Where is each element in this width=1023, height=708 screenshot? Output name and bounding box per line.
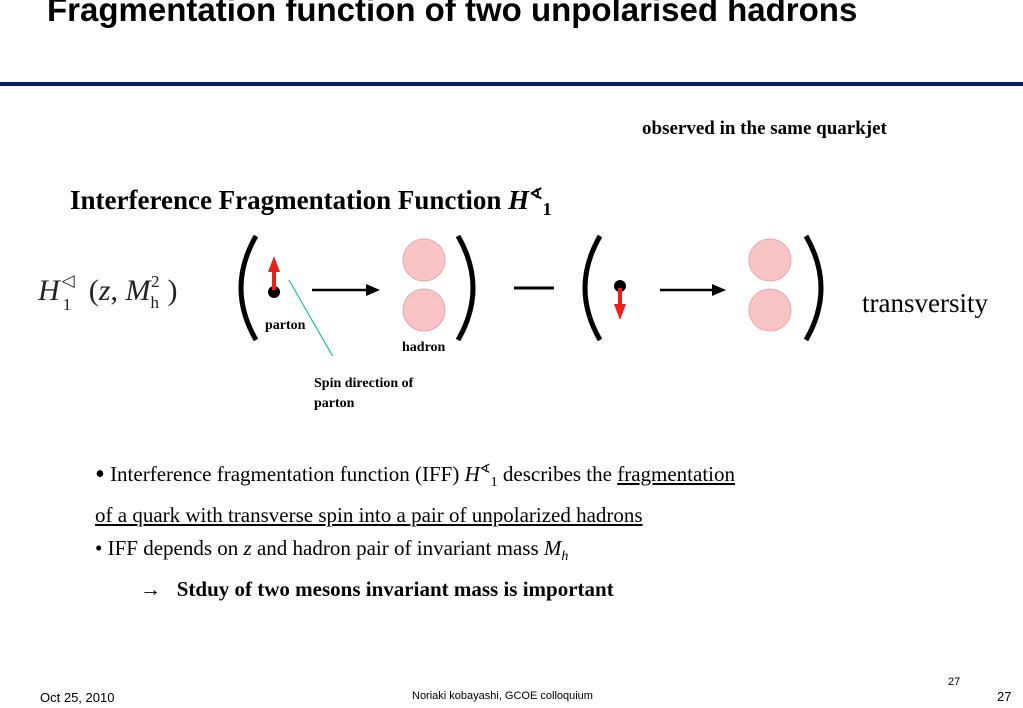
hadron-circle-3 <box>749 239 791 281</box>
formula-comma: , <box>110 274 125 307</box>
iff-heading-symbol: H <box>508 185 529 215</box>
slide-title: Fragmentation function of two unpolarise… <box>47 0 1007 31</box>
bullet-list: • Interference fragmentation function (I… <box>95 452 915 606</box>
formula-symbol: H <box>38 274 60 307</box>
bullet-2-z: z <box>244 536 252 560</box>
formula-superscript: ◁ <box>62 271 75 290</box>
bullet-1-marker: • <box>95 459 105 490</box>
iff-formula: H◁1 (z, Mh2) <box>38 274 177 308</box>
hadron-circle-4 <box>749 289 791 331</box>
bullet-3-text: Stduy of two mesons invariant mass is im… <box>177 577 614 601</box>
bullet-1-line-1: • Interference fragmentation function (I… <box>95 452 915 499</box>
bullet-1-text-b: describes the <box>498 462 618 486</box>
formula-M: M <box>125 274 150 307</box>
fragmentation-arrow-head-1 <box>366 284 380 296</box>
fragmentation-arrow-head-2 <box>712 284 726 296</box>
left-open-paren-icon <box>241 236 256 340</box>
bullet-2-text-b: and hadron pair of invariant mass <box>252 536 544 560</box>
right-open-paren-icon <box>585 236 600 340</box>
bullet-2: • IFF depends on z and hadron pair of in… <box>95 532 915 573</box>
title-divider <box>0 82 1023 86</box>
footer-page-number-small: 27 <box>948 676 960 688</box>
right-close-paren-icon <box>806 236 821 340</box>
footer-author: Noriaki kobayashi, GCOE colloquium <box>412 690 593 702</box>
left-close-paren-icon <box>458 236 473 340</box>
bullet-3: → Stduy of two mesons invariant mass is … <box>95 573 915 606</box>
spin-direction-label-line1: Spin direction of <box>314 374 413 394</box>
hadron-circle-1 <box>403 239 445 281</box>
formula-z: z <box>99 274 111 307</box>
bullet-1-underlined-1: fragmentation <box>617 462 735 486</box>
formula-M-subscript: h <box>150 293 159 312</box>
footer-date: Oct 25, 2010 <box>40 690 114 705</box>
transversity-label: transversity <box>862 288 988 319</box>
hadron-circle-2 <box>403 289 445 331</box>
bullet-1-subscript: 1 <box>491 475 498 490</box>
fragmentation-diagram <box>220 226 860 356</box>
formula-M-superscript: 2 <box>151 272 160 291</box>
bullet-1-superscript: ∢ <box>480 461 491 476</box>
formula-open-paren: ( <box>89 274 99 307</box>
formula-subscript: 1 <box>63 295 72 314</box>
spin-direction-label: Spin direction of parton <box>314 374 413 414</box>
observed-note: observed in the same quarkjet <box>642 118 887 140</box>
bullet-2-M-subscript: h <box>561 549 568 564</box>
spin-up-arrow-icon <box>268 256 280 272</box>
spin-direction-label-line2: parton <box>314 394 413 414</box>
bullet-2-text-a: • IFF depends on <box>95 536 244 560</box>
bullet-1-text-a: Interference fragmentation function (IFF… <box>105 462 465 486</box>
bullet-1-symbol: H <box>465 462 480 486</box>
bullet-3-arrow-icon: → <box>140 577 161 601</box>
hadron-label: hadron <box>402 338 445 358</box>
iff-heading: Interference Fragmentation Function H∢1 <box>70 184 552 220</box>
footer-page-number: 27 <box>997 689 1011 704</box>
formula-close-paren: ) <box>167 274 177 307</box>
bullet-1-underlined-2: of a quark with transverse spin into a p… <box>95 503 643 527</box>
iff-heading-text: Interference Fragmentation Function <box>70 185 508 215</box>
bullet-1-line-2: of a quark with transverse spin into a p… <box>95 499 915 532</box>
iff-heading-subscript: 1 <box>543 199 552 219</box>
parton-label: parton <box>265 316 305 336</box>
iff-heading-superscript: ∢ <box>529 186 542 203</box>
bullet-2-M: M <box>544 536 562 560</box>
spin-down-arrow-icon <box>614 304 626 320</box>
